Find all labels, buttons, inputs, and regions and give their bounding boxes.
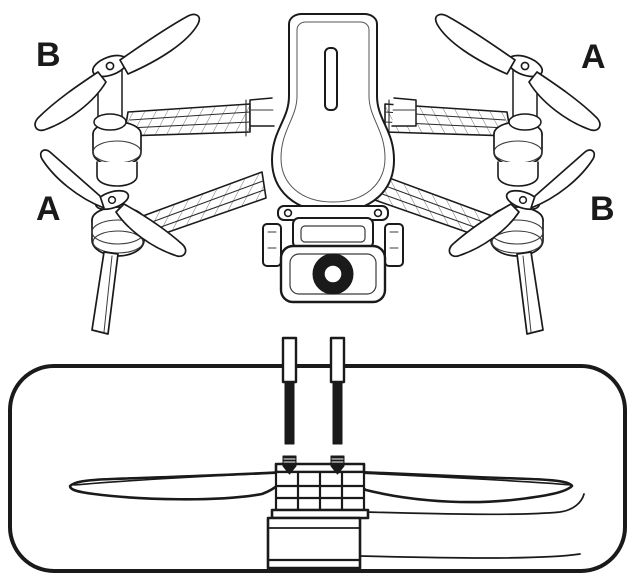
propeller-blade [528, 71, 601, 132]
landing-leg-rear-left [91, 251, 119, 335]
drone-body [249, 13, 417, 213]
propeller-label-bottom-right: B [590, 190, 615, 228]
screw-tip [282, 455, 297, 475]
camera-gimbal [262, 205, 404, 304]
propeller-blade [434, 13, 516, 75]
detail-propeller-right [355, 470, 585, 559]
propeller-label-top-left: B [36, 36, 61, 74]
motor-front-right [434, 13, 601, 187]
propeller-blade [39, 149, 105, 209]
screw-left [281, 336, 298, 475]
propeller-label-top-right: A [581, 38, 606, 76]
landing-leg-rear-right [516, 251, 544, 335]
motor-rear-left [39, 149, 187, 335]
body-vent-slot [324, 47, 338, 111]
motor-rear-right [448, 149, 596, 335]
propeller-blade [34, 71, 107, 132]
propeller-label-bottom-left: A [36, 190, 61, 228]
propeller-hub-detail [270, 462, 370, 520]
propeller-blade [448, 203, 520, 258]
propeller-blade [115, 203, 187, 258]
arm-front-left [123, 99, 251, 137]
screw-tip [330, 455, 345, 475]
screw-right [329, 336, 346, 475]
propeller-blade [119, 13, 201, 75]
detail-motor-body [266, 516, 362, 570]
propeller-blade [530, 149, 596, 209]
motor-front-left [34, 13, 201, 187]
